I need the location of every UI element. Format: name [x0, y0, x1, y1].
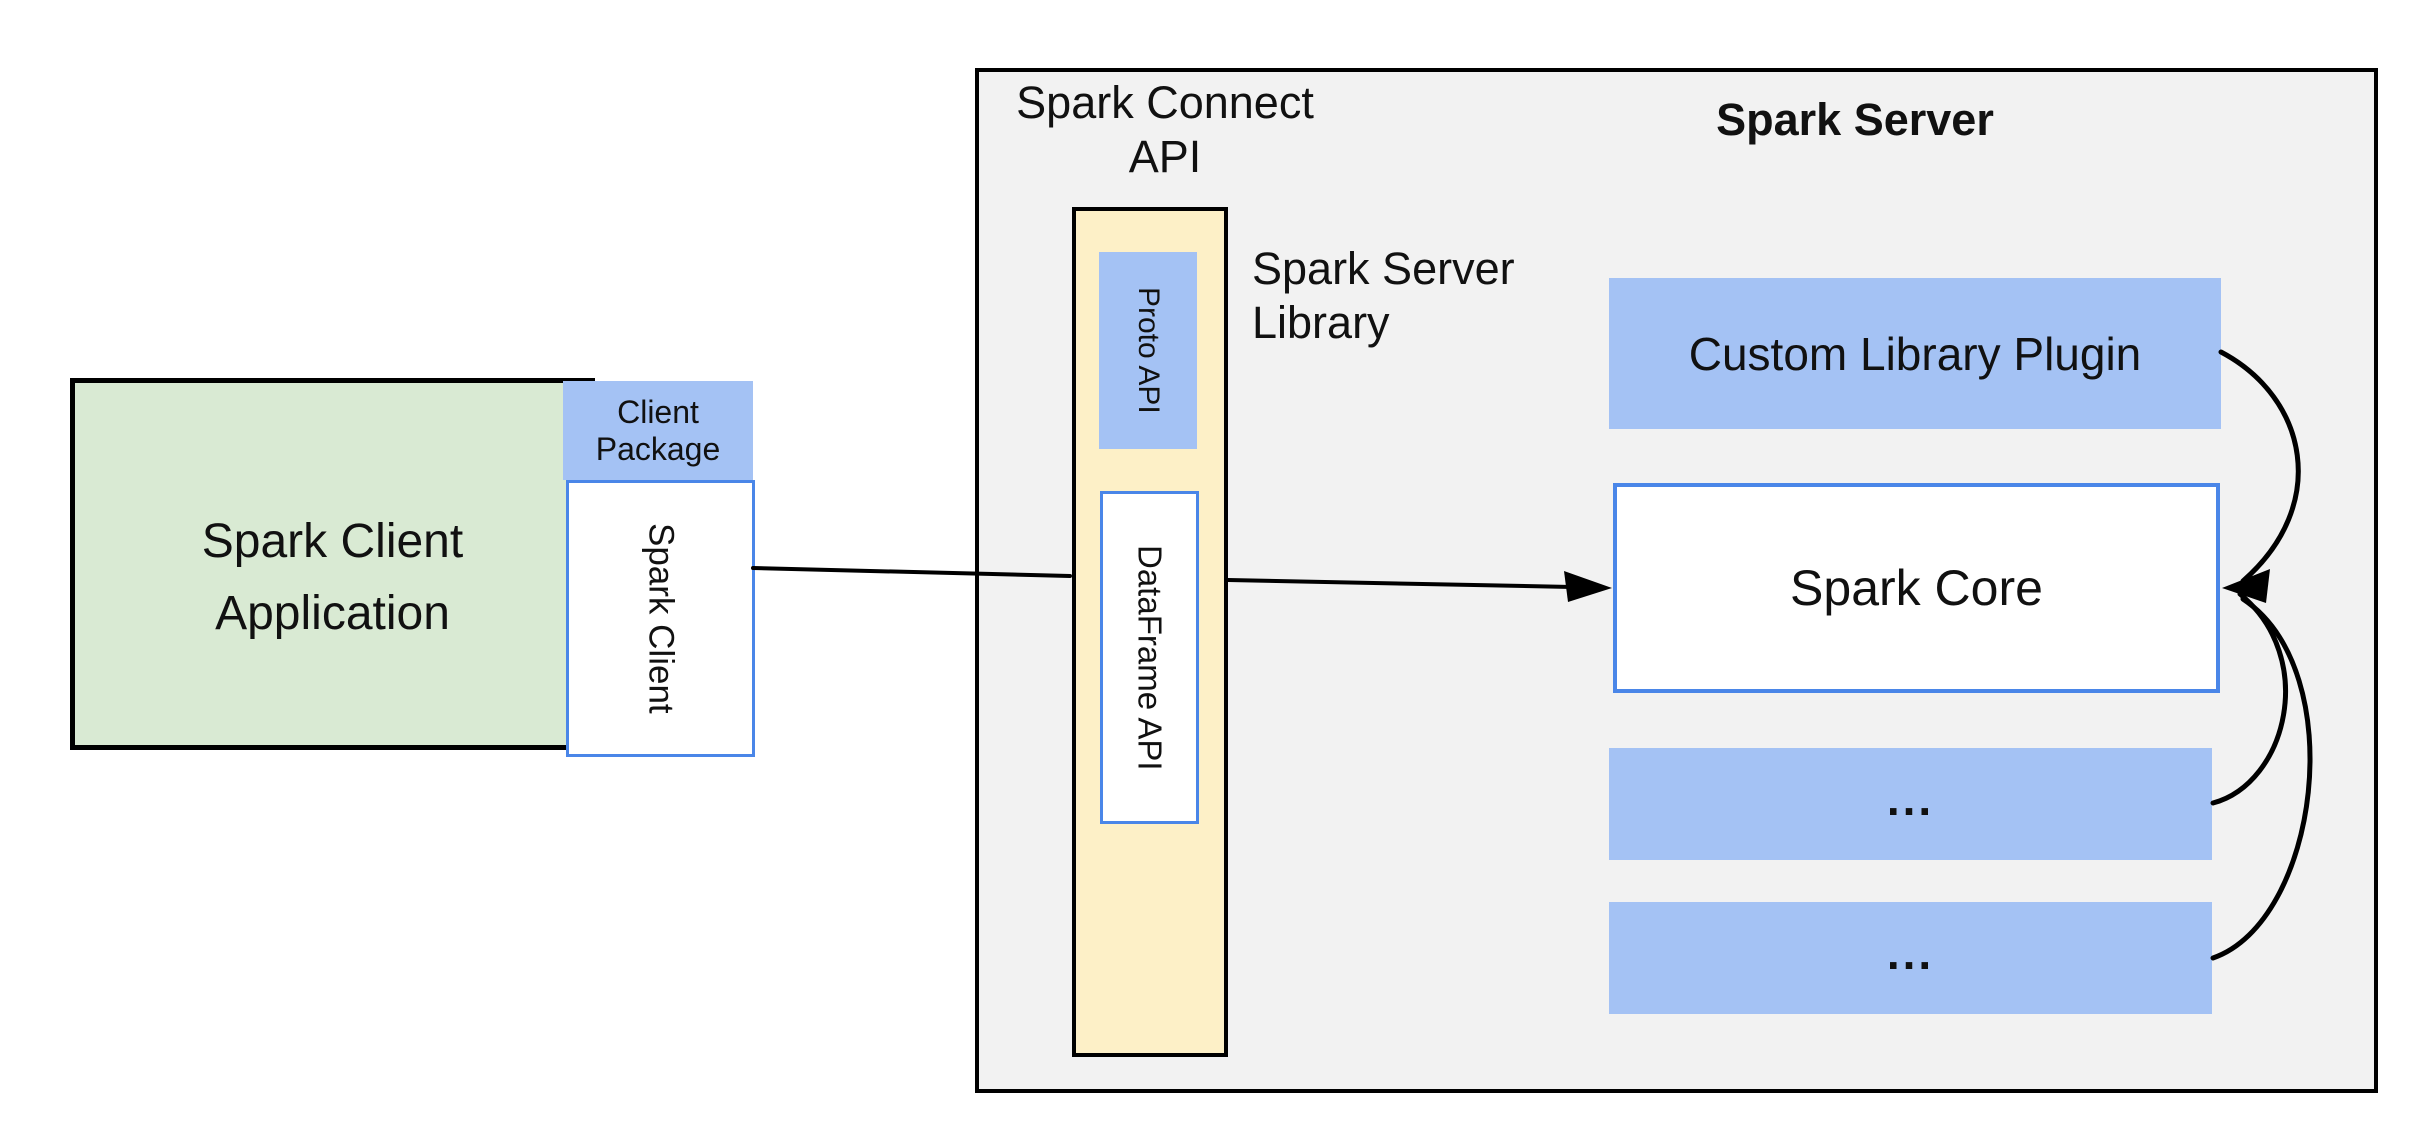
- spark-client-application-box: Spark Client Application: [70, 378, 595, 750]
- client-package-box: Client Package: [563, 381, 753, 480]
- dataframe-api-label: DataFrame API: [1131, 544, 1169, 771]
- dataframe-api-box: DataFrame API: [1100, 491, 1199, 824]
- more-plugin-box-2: ...: [1609, 902, 2212, 1014]
- proto-api-box: Proto API: [1099, 252, 1197, 449]
- more-plugin-2-label: ...: [1886, 927, 1935, 979]
- spark-client-application-label: Spark Client Application: [201, 515, 464, 640]
- spark-core-box: Spark Core: [1613, 483, 2220, 693]
- spark-server-title: Spark Server: [1716, 94, 1994, 145]
- more-plugin-1-label: ...: [1886, 773, 1935, 825]
- spark-core-label: Spark Core: [1790, 560, 2043, 616]
- spark-connect-api-label: Spark Connect API: [1016, 77, 1314, 182]
- spark-client-label: Spark Client: [641, 523, 681, 714]
- custom-library-plugin-box: Custom Library Plugin: [1609, 278, 2221, 429]
- more-plugin-box-1: ...: [1609, 748, 2212, 860]
- spark-client-box: Spark Client: [566, 480, 755, 757]
- client-package-label: Client Package: [595, 393, 721, 467]
- spark-server-library-label: Spark Server Library: [1252, 243, 1515, 348]
- custom-library-plugin-label: Custom Library Plugin: [1688, 327, 2142, 380]
- proto-api-label: Proto API: [1132, 287, 1165, 414]
